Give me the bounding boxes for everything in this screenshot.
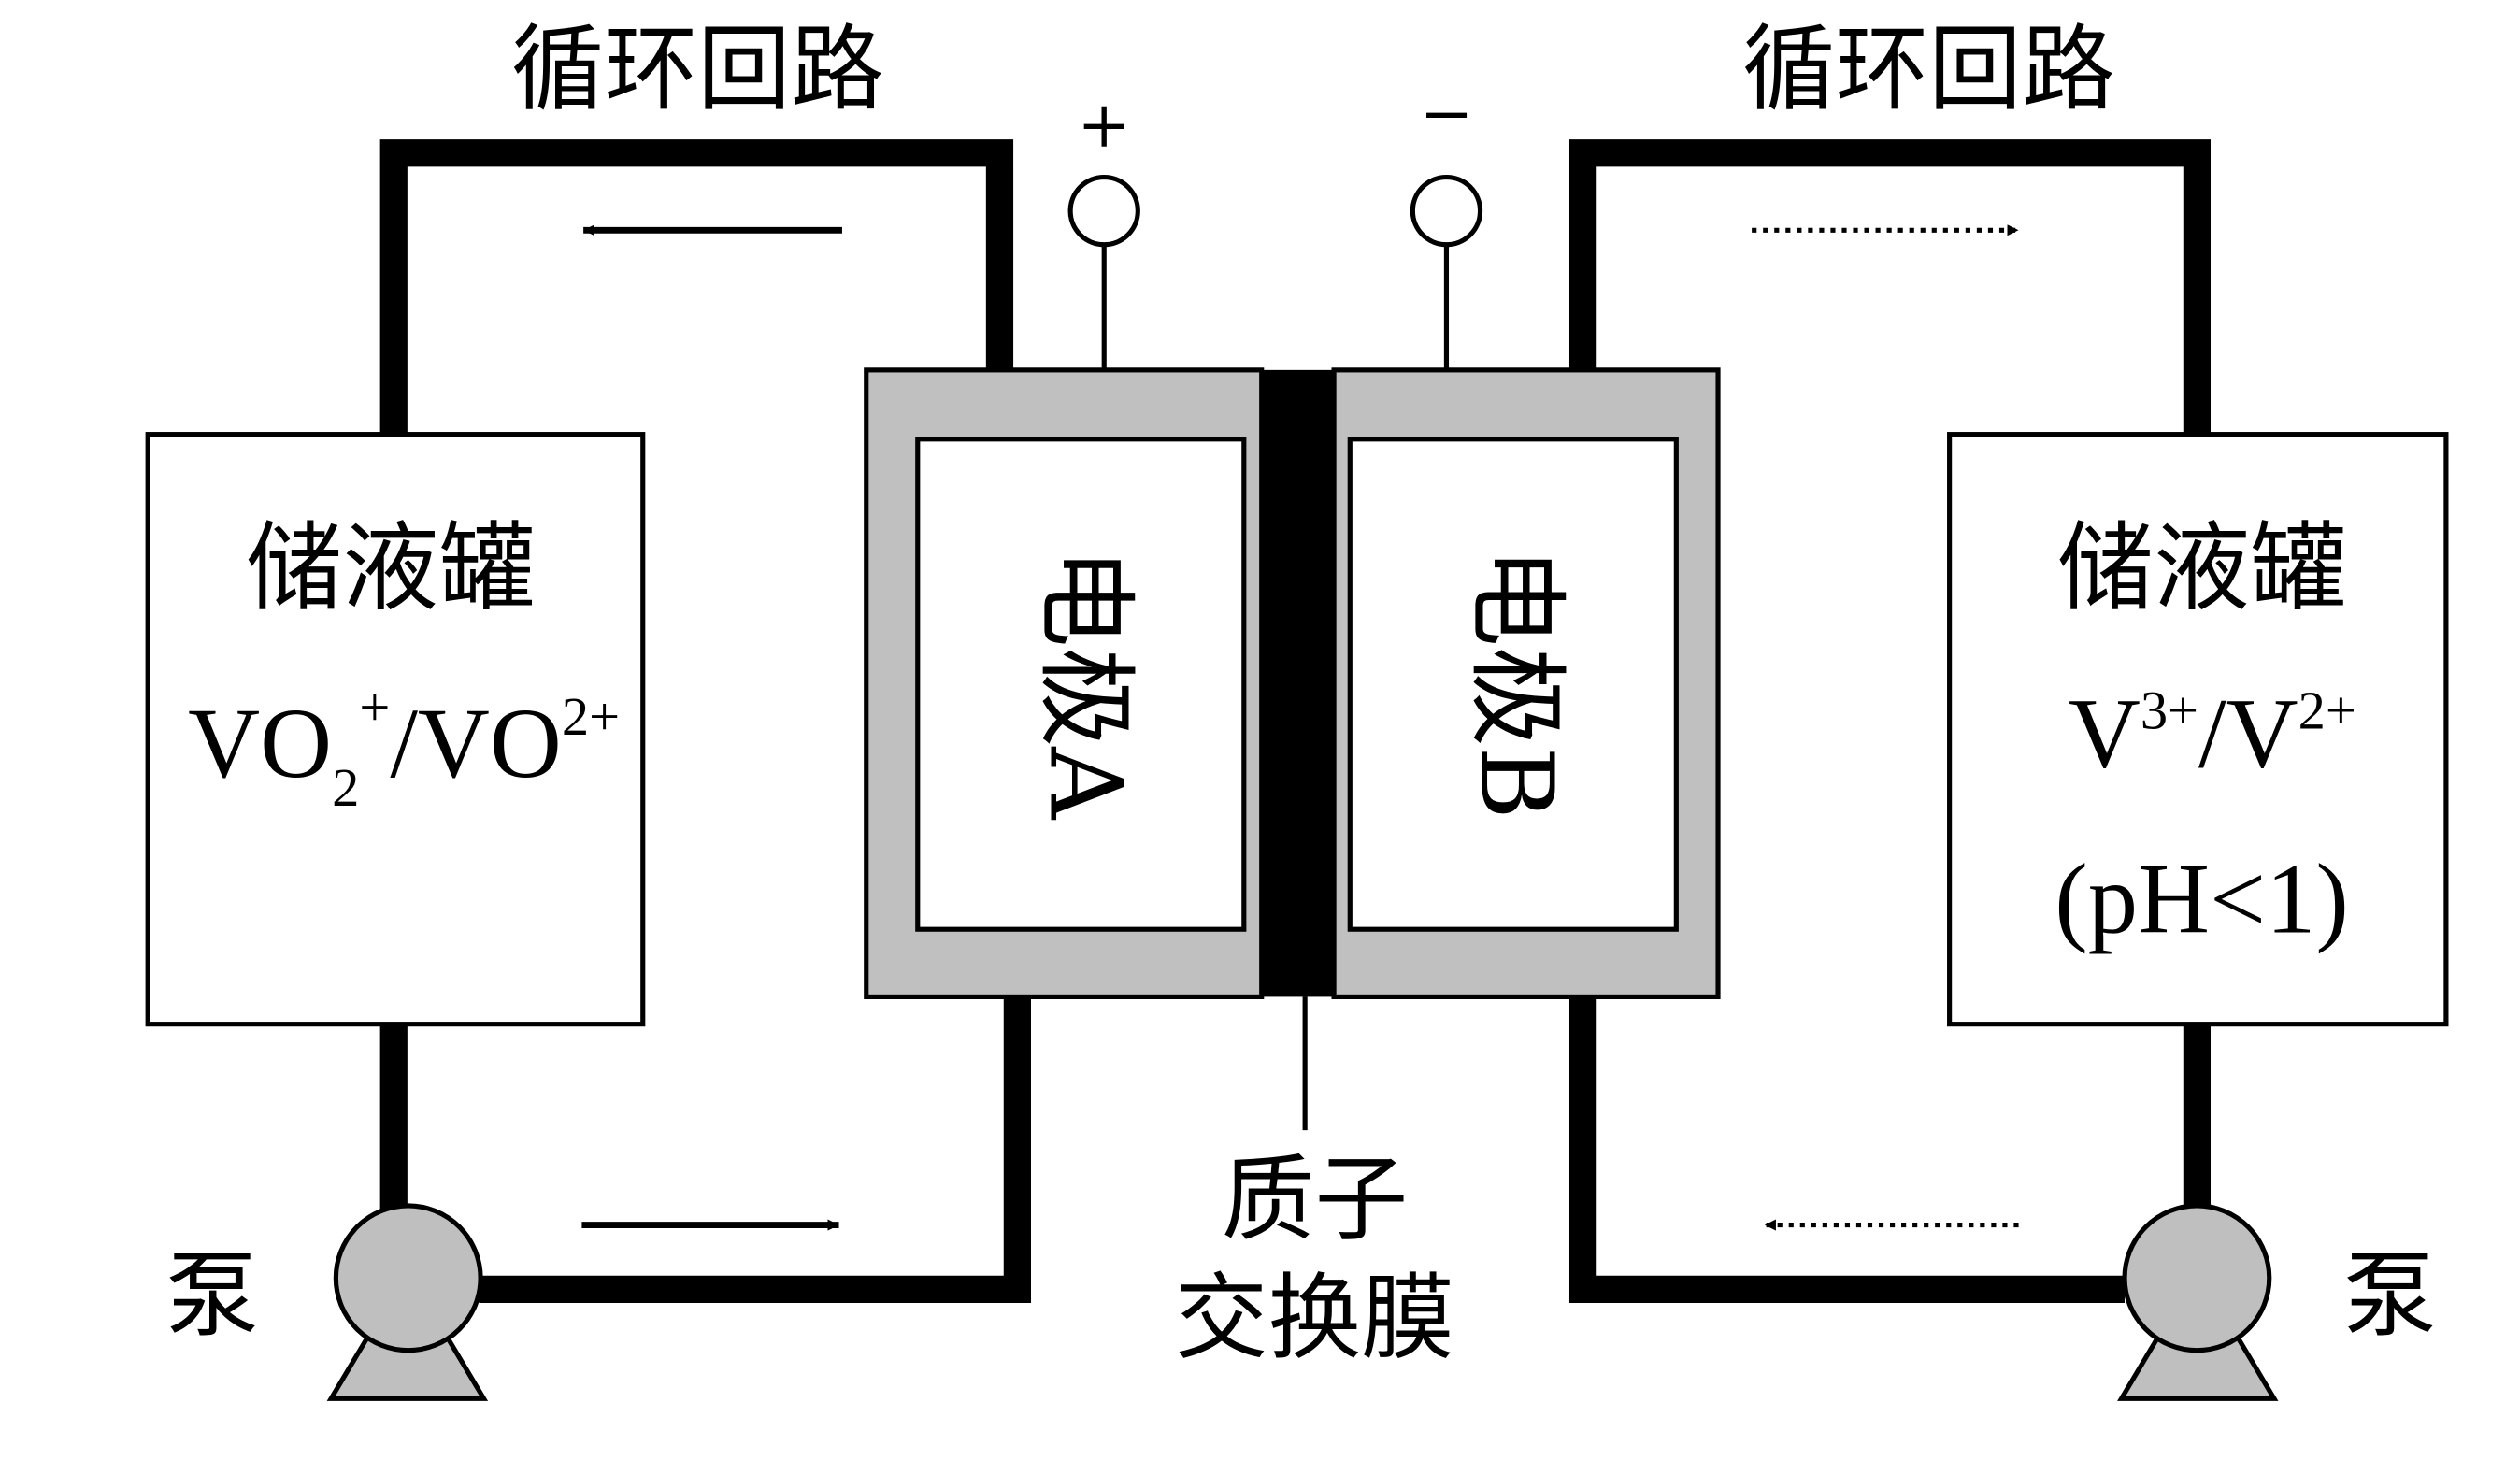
right-pump-label: 泵: [2343, 1241, 2437, 1351]
left-pump-label: 泵: [165, 1241, 259, 1351]
negative-sign: −: [1420, 77, 1474, 151]
electrode-b-label: 电极B: [1457, 547, 1573, 820]
right-pump: [2122, 1203, 2272, 1353]
membrane-label-line2: 交换膜: [1175, 1264, 1454, 1373]
right-storage-tank: [1947, 432, 2449, 1027]
membrane-label-line1: 质子: [1222, 1144, 1408, 1253]
left-tank-title: 储液罐: [246, 512, 535, 624]
electrode-a-box: [915, 437, 1247, 932]
right-tank-condition: (pH<1): [2055, 845, 2349, 955]
positive-terminal: [1067, 174, 1140, 248]
left-storage-tank: [145, 432, 646, 1027]
right-loop-label: 循环回路: [1742, 15, 2115, 124]
proton-exchange-membrane: [1260, 369, 1336, 997]
left-loop-top-pipe: [379, 139, 1014, 435]
right-tank-formula: V3+/V2+: [2069, 680, 2356, 790]
right-tank-title: 储液罐: [2057, 512, 2346, 624]
left-loop-label: 循环回路: [511, 15, 884, 124]
electrode-b-box: [1347, 437, 1679, 932]
left-loop-bottom-pipe: [379, 996, 1031, 1303]
left-tank-formula: VO2+/VO2+: [188, 677, 620, 818]
left-pump: [333, 1203, 483, 1353]
right-loop-bottom-pipe: [1568, 996, 2212, 1303]
negative-terminal: [1410, 174, 1483, 248]
right-loop-top-pipe: [1568, 139, 2212, 435]
electrode-a-label: 电极A: [1026, 548, 1142, 821]
positive-sign: +: [1077, 88, 1131, 163]
